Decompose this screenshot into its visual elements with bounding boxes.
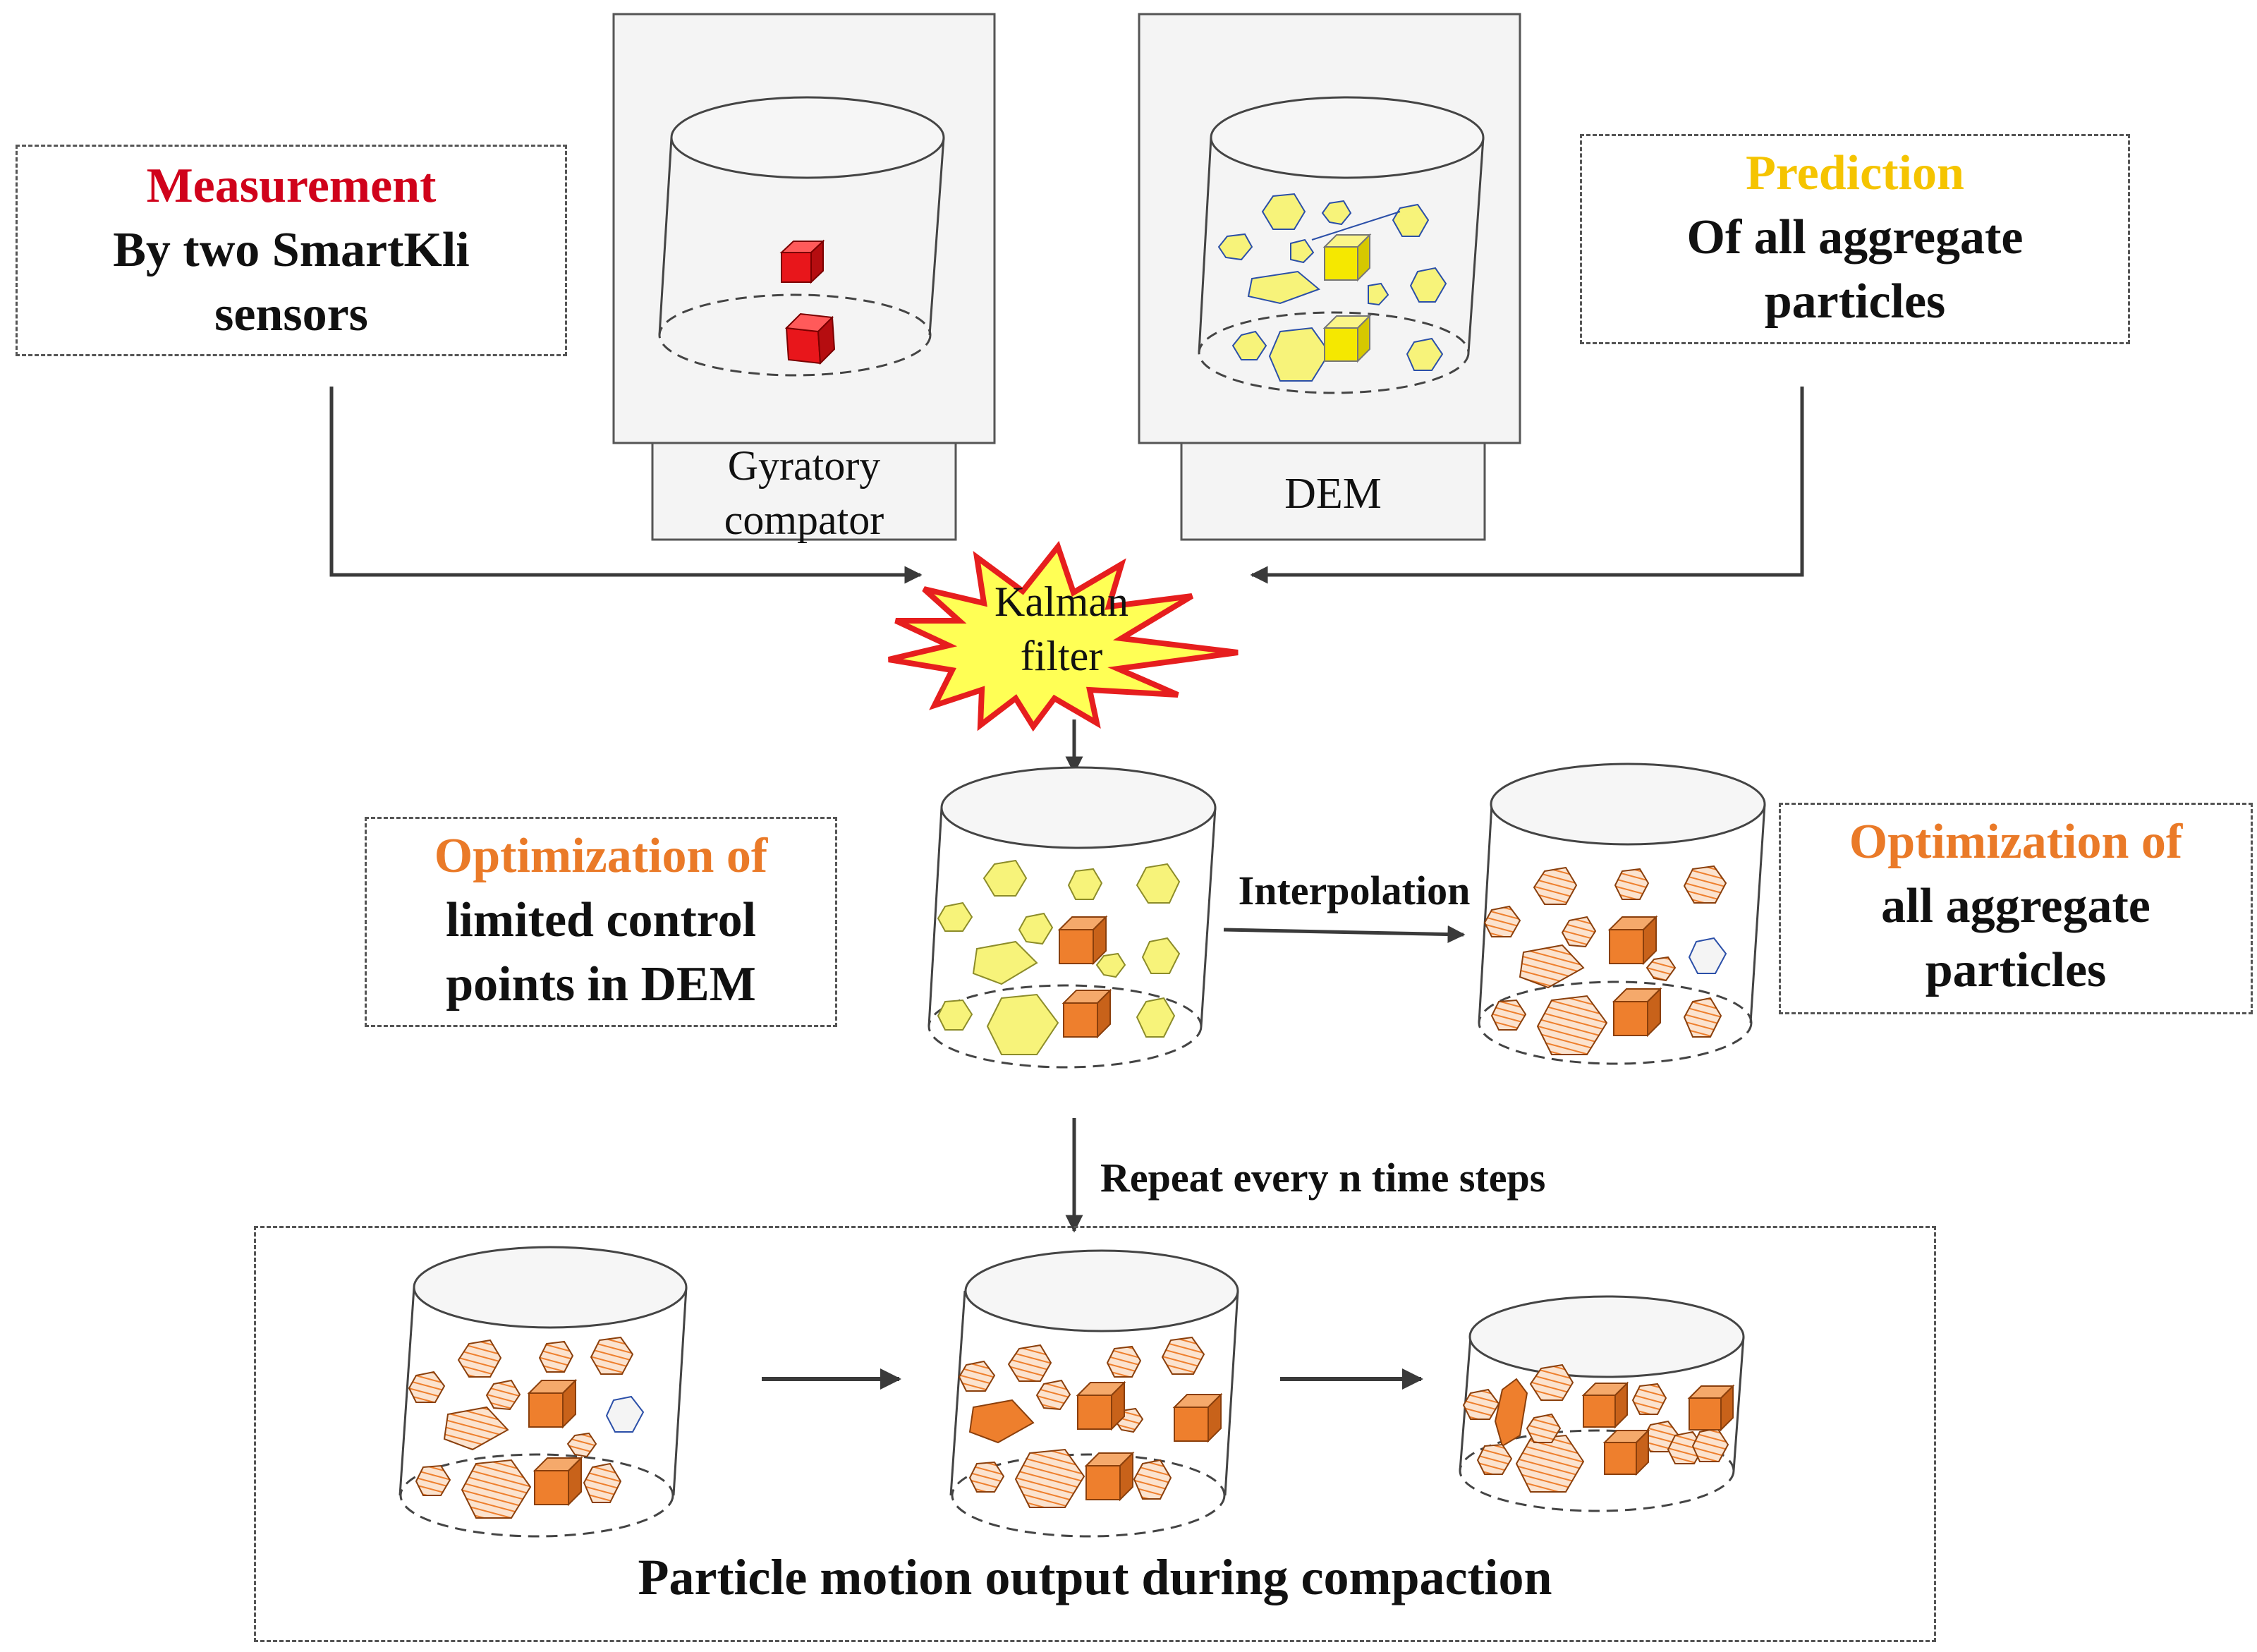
prediction-heading: Prediction (1746, 146, 1964, 200)
measurement-label: Measurement By two SmartKli sensors (16, 154, 567, 346)
optimization-limited-line-1: limited control (445, 893, 757, 947)
optimization-limited-line-2: points in DEM (446, 957, 756, 1012)
dem-base (1180, 442, 1486, 541)
kalman-line-1: Kalman (994, 578, 1128, 625)
measurement-line-1: By two SmartKli (113, 223, 470, 277)
kalman-line-2: filter (1020, 632, 1103, 679)
all-particles-cube-1 (1607, 915, 1658, 966)
output-cylinder-1 (399, 1246, 688, 1538)
prediction-label: Prediction Of all aggregate particles (1580, 141, 2130, 334)
gyratory-compactor-panel (612, 13, 996, 541)
optimization-all-label: Optimization of all aggregate particles (1779, 810, 2253, 1002)
gyratory-frame (612, 13, 996, 444)
optimization-all-box (1779, 803, 2253, 1014)
dem-frame (1138, 13, 1521, 444)
gyratory-mold (658, 96, 945, 377)
dem-cube-1 (1322, 233, 1372, 282)
optimized-cube-1 (1057, 915, 1108, 966)
gyratory-label-line-1: Gyratory (727, 442, 881, 489)
optimization-all-heading: Optimization of (1849, 815, 2183, 869)
arrow-interpolation (1223, 925, 1466, 944)
dem-particles (1217, 193, 1447, 382)
arrow-measurement-to-kalman (329, 387, 923, 584)
cylinder-all-particles (1478, 763, 1766, 1065)
repeat-label: Repeat every n time steps (1100, 1155, 1546, 1201)
output-caption: Particle motion output during compaction (638, 1549, 1552, 1605)
optimization-all-line-1: all aggregate (1881, 879, 2150, 933)
output-cylinder-3 (1459, 1295, 1745, 1512)
dem-mold (1198, 96, 1485, 394)
dem-label: DEM (1284, 470, 1382, 518)
gyratory-label-line-2: compator (724, 496, 884, 543)
kalman-starburst (888, 540, 1239, 732)
optimization-all-line-2: particles (1925, 943, 2107, 997)
optimization-limited-box (365, 817, 837, 1027)
output-cylinder-2 (949, 1249, 1239, 1538)
cylinder-limited-control (927, 766, 1217, 1069)
output-box (254, 1226, 1936, 1642)
measurement-box (16, 145, 567, 356)
dem-panel (1138, 13, 1521, 541)
measurement-heading: Measurement (146, 159, 437, 213)
all-particles-cube-2 (1612, 987, 1662, 1038)
dem-cube-2 (1322, 314, 1372, 363)
inflow-arrows (329, 387, 1804, 584)
interpolation-label: Interpolation (1238, 868, 1471, 913)
arrow-prediction-to-kalman (1250, 387, 1804, 584)
gyratory-base (651, 442, 957, 541)
sensor-cube-bottom (784, 312, 836, 365)
prediction-line-2: particles (1764, 274, 1946, 329)
prediction-box (1580, 134, 2130, 344)
kalman-filter-label: Kalman filter (959, 575, 1164, 684)
sensor-cube-top (779, 239, 825, 284)
gyratory-label: Gyratory compator (652, 439, 956, 547)
optimization-limited-heading: Optimization of (434, 829, 768, 883)
prediction-line-1: Of all aggregate (1686, 210, 2024, 265)
optimization-limited-label: Optimization of limited control points i… (365, 824, 837, 1016)
measurement-line-2: sensors (214, 287, 368, 341)
optimized-cube-2 (1061, 988, 1112, 1039)
